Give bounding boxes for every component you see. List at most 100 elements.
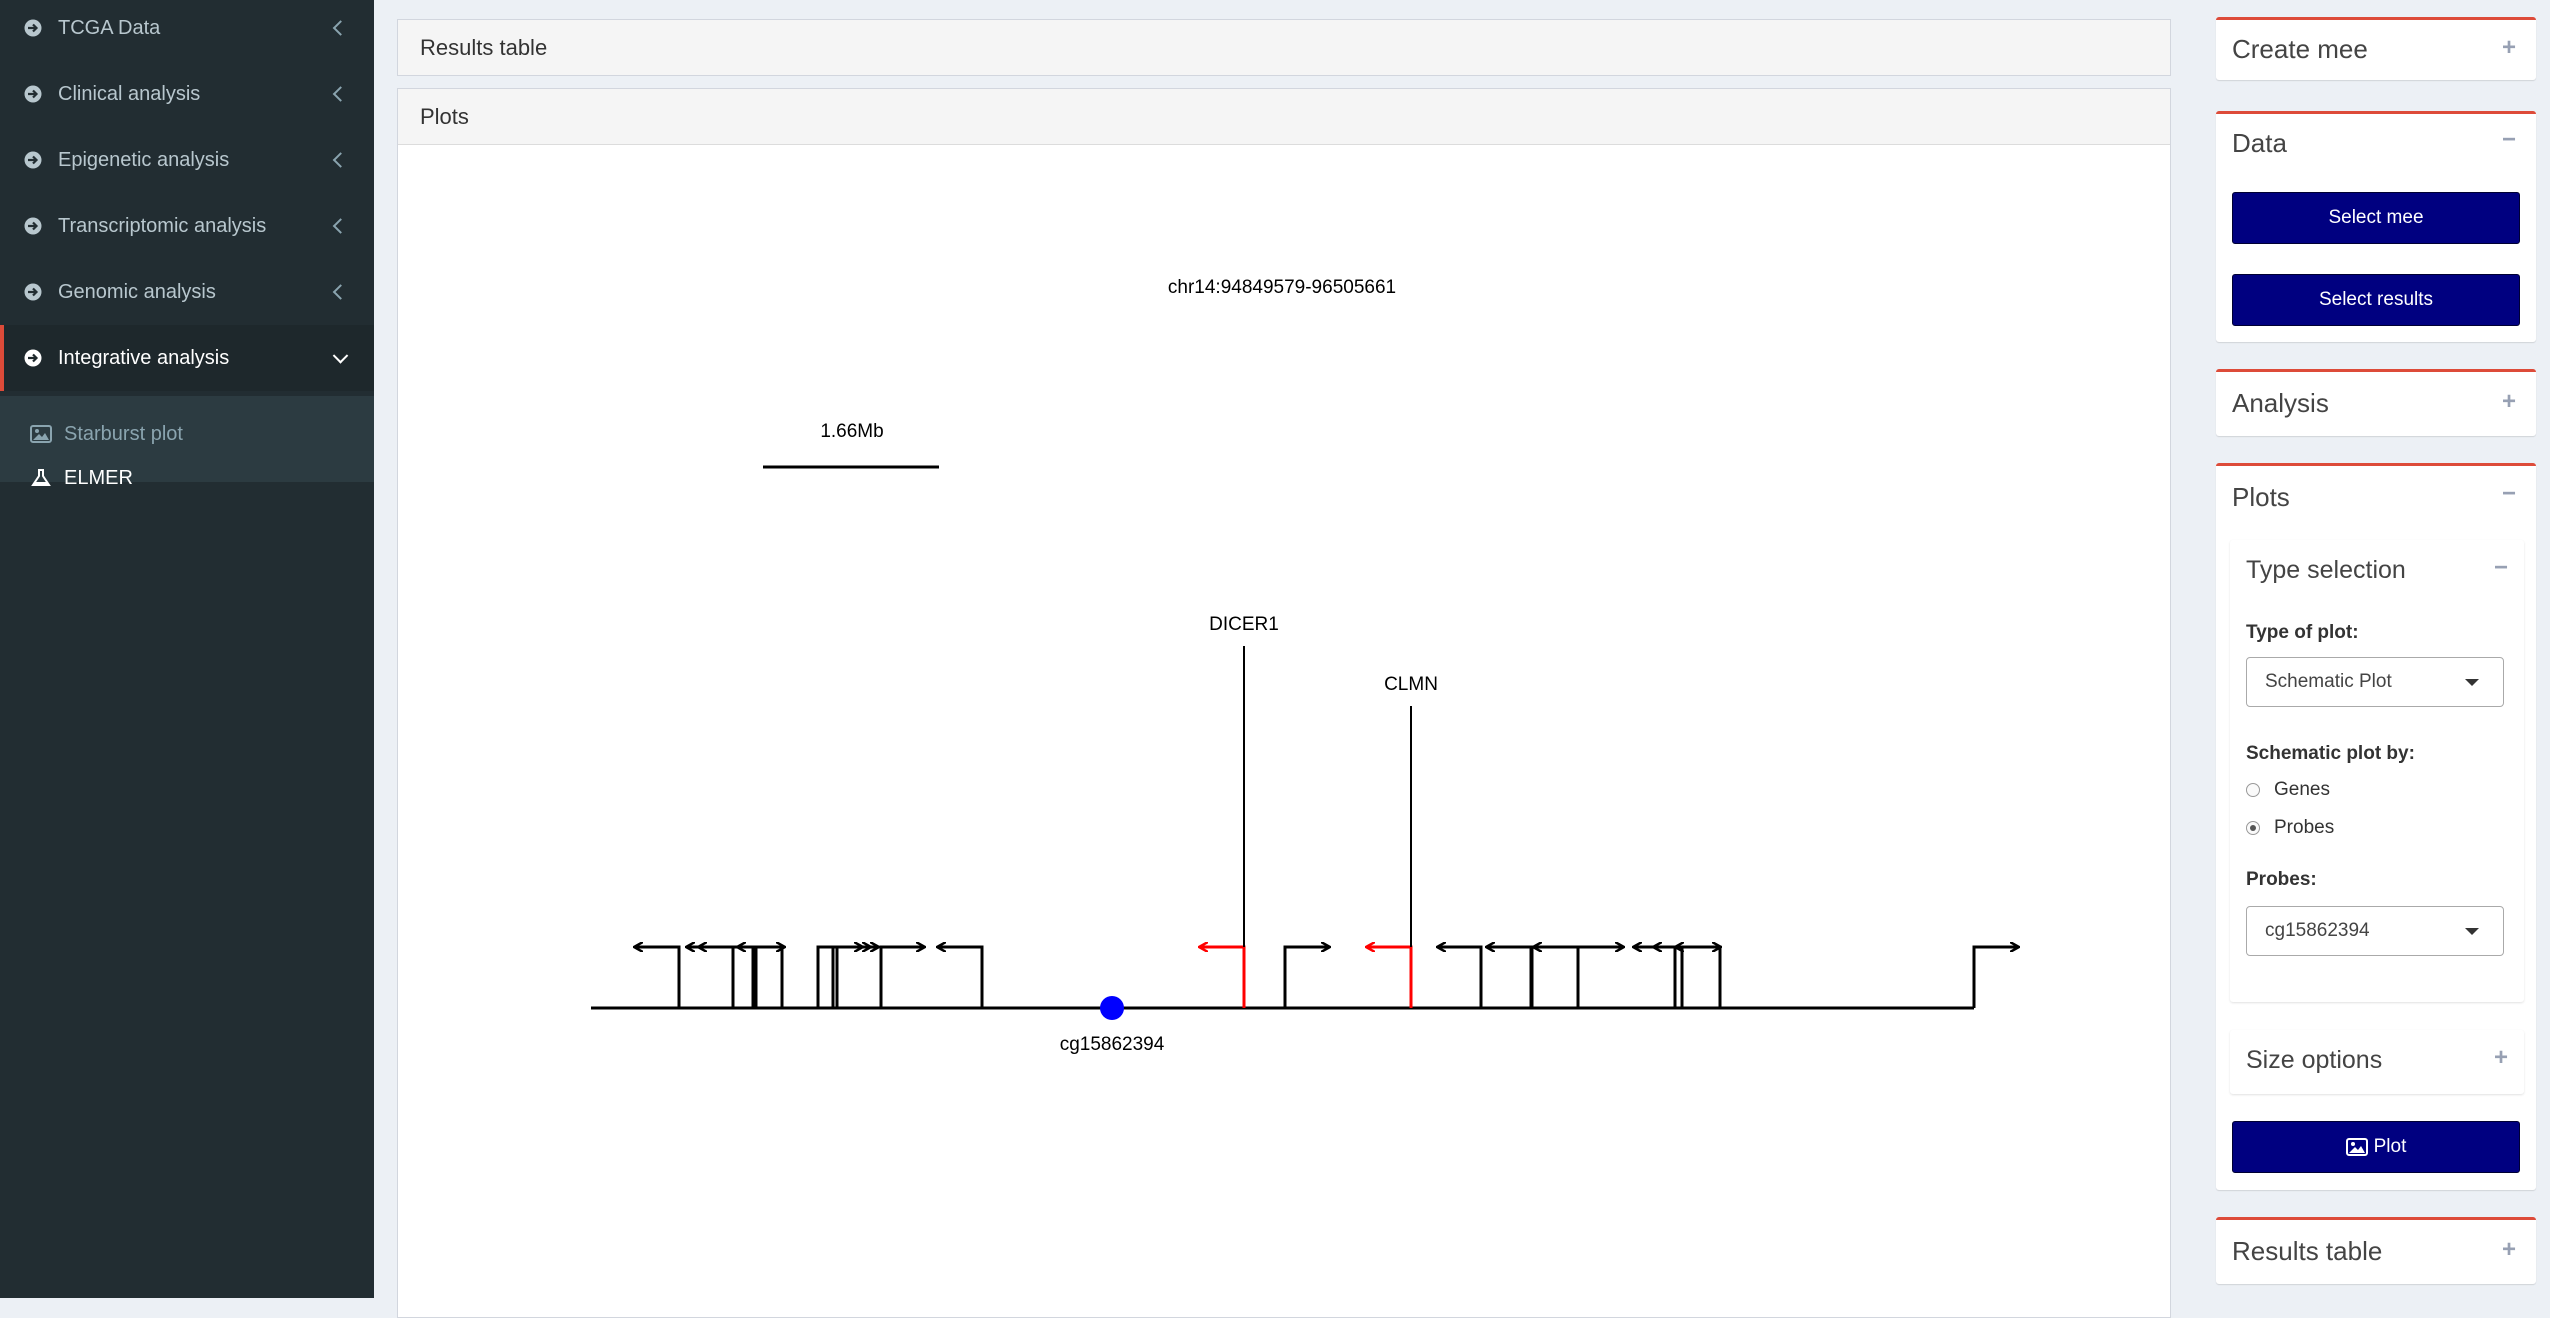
expand-icon[interactable]: +	[2501, 34, 2516, 61]
gene-tss-arrow	[1972, 947, 2018, 1008]
probe-label: cg15862394	[1060, 1034, 1165, 1055]
radio-label: Probes	[2274, 817, 2335, 838]
radio-label: Genes	[2274, 779, 2330, 800]
gene-tss-arrow	[1438, 947, 1483, 1008]
sidebar-subitem-elmer[interactable]: ELMER	[30, 458, 133, 498]
box-title: Type selection	[2246, 556, 2406, 584]
gene-tss-arrow	[1530, 947, 1623, 1008]
data-box: Data − Select mee Select results	[2216, 111, 2536, 342]
type-selection-box: Type selection − Type of plot: Schematic…	[2230, 540, 2524, 1002]
gene-tss-arrow	[1283, 947, 1329, 1008]
box-title: Plots	[2232, 482, 2290, 512]
radio-button[interactable]	[2246, 783, 2260, 797]
box-title: Plots	[420, 103, 469, 129]
highlighted-gene-clmn: CLMN	[1367, 674, 1438, 1008]
sidebar: TCGA Data Clinical analysis Epigenetic a…	[0, 0, 374, 1298]
type-of-plot-label: Type of plot:	[2246, 622, 2359, 643]
results-table-box: Results table	[397, 19, 2171, 76]
create-mee-box: Create mee +	[2216, 17, 2536, 80]
chevron-left-icon	[332, 86, 349, 102]
box-title: Data	[2232, 128, 2287, 158]
schematic-plot: chr14:94849579-96505661 1.66Mb	[398, 146, 2170, 1298]
sidebar-item-label: TCGA Data	[58, 16, 161, 39]
plots-box-right: Plots − Type selection − Type of plot: S…	[2216, 463, 2536, 1190]
select-results-button[interactable]: Select results	[2232, 274, 2520, 326]
select-value: cg15862394	[2265, 920, 2370, 941]
sidebar-item-genomic-analysis[interactable]: Genomic analysis	[0, 259, 374, 325]
arrow-circle-right-icon	[24, 217, 42, 235]
box-title: Results table	[2232, 1236, 2383, 1266]
radio-probes[interactable]: Probes	[2246, 817, 2334, 839]
probes-select[interactable]: cg15862394	[2246, 906, 2504, 956]
size-options-box: Size options +	[2230, 1030, 2524, 1094]
plot-button-label: Plot	[2373, 1136, 2407, 1157]
results-table-header[interactable]: Results table	[398, 20, 2170, 75]
probes-label: Probes:	[2246, 869, 2317, 890]
gene-tss-arrow	[687, 947, 735, 1008]
plot-button[interactable]: Plot	[2232, 1121, 2520, 1173]
plots-header[interactable]: Plots	[398, 89, 2170, 145]
gene-tss-arrow	[938, 947, 984, 1008]
chevron-left-icon	[332, 20, 349, 36]
gene-tss-arrow	[1487, 947, 1533, 1008]
expand-icon[interactable]: +	[2493, 1044, 2508, 1071]
box-title: Results table	[420, 34, 548, 60]
sidebar-item-clinical-analysis[interactable]: Clinical analysis	[0, 61, 374, 127]
radio-genes[interactable]: Genes	[2246, 779, 2330, 801]
gene-tss-arrow-highlight	[1200, 947, 1246, 1008]
radio-button[interactable]	[2246, 821, 2260, 835]
sidebar-subitem-starburst-plot[interactable]: Starburst plot	[30, 414, 183, 454]
gene-label: CLMN	[1384, 674, 1438, 695]
select-value: Schematic Plot	[2265, 671, 2392, 692]
caret-down-icon	[2465, 928, 2479, 935]
collapse-icon[interactable]: −	[2493, 554, 2508, 581]
sidebar-item-tcga-data[interactable]: TCGA Data	[0, 0, 374, 61]
image-icon	[2345, 1138, 2368, 1156]
gene-tss-arrow	[738, 947, 784, 1008]
arrow-circle-right-icon	[24, 85, 42, 103]
chevron-left-icon	[332, 284, 349, 300]
expand-icon[interactable]: +	[2501, 388, 2516, 415]
sidebar-item-label: Epigenetic analysis	[58, 148, 230, 171]
gene-tss-arrow	[1673, 947, 1720, 1008]
gene-tss-arrow	[879, 947, 924, 1008]
gene-tss-arrow-highlight	[1367, 947, 1413, 1008]
sidebar-subitem-label: ELMER	[64, 466, 133, 489]
flask-icon	[31, 469, 51, 486]
results-table-box-right: Results table +	[2216, 1217, 2536, 1284]
schematic-plot-by-label: Schematic plot by:	[2246, 743, 2415, 764]
collapse-icon[interactable]: −	[2501, 126, 2516, 153]
gene-tss-arrow	[699, 947, 758, 1008]
select-mee-button[interactable]: Select mee	[2232, 192, 2520, 244]
chevron-left-icon	[332, 218, 349, 234]
arrow-circle-right-icon	[24, 19, 42, 37]
gene-tss-group	[635, 947, 2018, 1008]
region-label: chr14:94849579-96505661	[1168, 277, 1396, 298]
sidebar-item-label: Transcriptomic analysis	[58, 214, 267, 237]
collapse-icon[interactable]: −	[2501, 480, 2516, 507]
gene-tss-arrow	[751, 947, 784, 1008]
sidebar-item-transcriptomic-analysis[interactable]: Transcriptomic analysis	[0, 193, 374, 259]
type-of-plot-select[interactable]: Schematic Plot	[2246, 657, 2504, 707]
chevron-down-icon	[332, 348, 349, 364]
chevron-left-icon	[332, 152, 349, 168]
analysis-box: Analysis +	[2216, 369, 2536, 436]
gene-tss-arrow	[835, 947, 870, 1008]
sidebar-item-integrative-analysis[interactable]: Integrative analysis	[0, 325, 374, 391]
gene-tss-arrow	[1634, 947, 1677, 1008]
plots-box: Plots	[397, 88, 2171, 1318]
arrow-circle-right-icon	[24, 283, 42, 301]
sidebar-item-label: Clinical analysis	[58, 82, 201, 105]
box-title: Size options	[2246, 1046, 2383, 1074]
schematic-plot-svg: chr14:94849579-96505661 1.66Mb	[591, 277, 2170, 1055]
caret-down-icon	[2465, 679, 2479, 686]
sidebar-item-epigenetic-analysis[interactable]: Epigenetic analysis	[0, 127, 374, 193]
gene-label: DICER1	[1209, 614, 1279, 635]
arrow-circle-right-icon	[24, 151, 42, 169]
expand-icon[interactable]: +	[2501, 1236, 2516, 1263]
gene-tss-arrow	[831, 947, 878, 1008]
image-icon	[30, 425, 52, 443]
box-title: Analysis	[2232, 388, 2329, 418]
gene-tss-arrow	[816, 947, 862, 1008]
gene-tss-arrow	[1654, 947, 1684, 1008]
